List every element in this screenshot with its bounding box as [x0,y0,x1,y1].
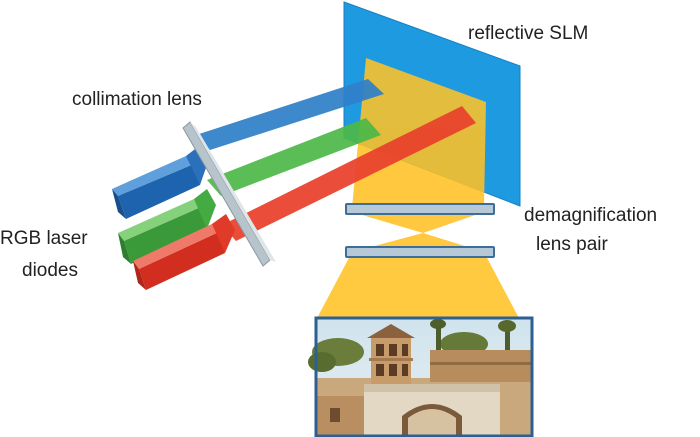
red-beam [222,106,476,241]
laser-diodes-label-line2: diodes [22,260,78,281]
slm-label: reflective SLM [468,23,589,44]
green-beam [207,118,381,196]
projected-image-icon [308,316,534,437]
collimation-lens-label: collimation lens [72,89,202,110]
laser-diodes-label-line1: RGB laser [0,228,88,249]
red-laser-diode-icon [133,214,235,290]
projection-beam [316,58,520,320]
green-laser-diode-icon [118,189,216,264]
demagnification-label-line2: lens pair [536,234,608,255]
lower-lens [345,246,495,258]
demagnification-label-line1: demagnification [524,205,658,226]
upper-lens [345,203,495,215]
collimation-lens-icon [182,121,276,267]
lens-pair-icon [345,203,495,258]
blue-beam [196,79,384,150]
